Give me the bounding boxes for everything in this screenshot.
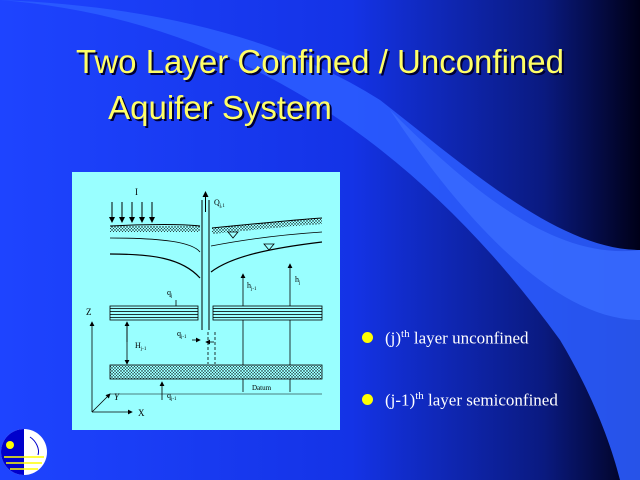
label-axis-y: Y: [114, 392, 120, 402]
label-leakage-j-1: qj-1: [177, 329, 187, 340]
label-recharge: I: [135, 187, 138, 197]
label-head-j-1: hj-1: [247, 281, 257, 292]
bullet-item-1: (j)th layer unconfined: [362, 328, 529, 349]
bullet-item-2: (j-1)th layer semiconfined: [362, 390, 558, 411]
well: [201, 191, 210, 330]
water-table-symbol: [227, 231, 275, 251]
label-thickness: Hj-1: [135, 341, 147, 352]
slide-title-line-2: Aquifer System: [108, 89, 332, 126]
aquitard-layer: [109, 305, 199, 321]
globe-logo-icon: [1, 429, 47, 475]
label-axis-z: Z: [86, 307, 92, 317]
slide-title-line-1: Two Layer Confined / Unconfined: [76, 43, 564, 80]
label-head-j: hj: [295, 275, 300, 286]
lower-confining-layer: [109, 364, 323, 380]
coordinate-axes: [89, 321, 133, 415]
label-datum: Datum: [252, 384, 272, 392]
bullet-dot-icon: [362, 331, 373, 343]
ground-surface: [110, 226, 200, 232]
bullet-dot-icon: [362, 393, 373, 405]
label-pumping: Qj,1: [214, 198, 225, 209]
label-axis-x: X: [138, 408, 145, 418]
aquifer-diagram: I Qj,1 qj hj-1 hj: [72, 172, 340, 430]
recharge-arrows: [109, 202, 155, 223]
label-bottom-leakage: qj-1: [167, 391, 177, 402]
label-leakage-j: qj: [167, 288, 172, 299]
water-table: [109, 253, 201, 279]
